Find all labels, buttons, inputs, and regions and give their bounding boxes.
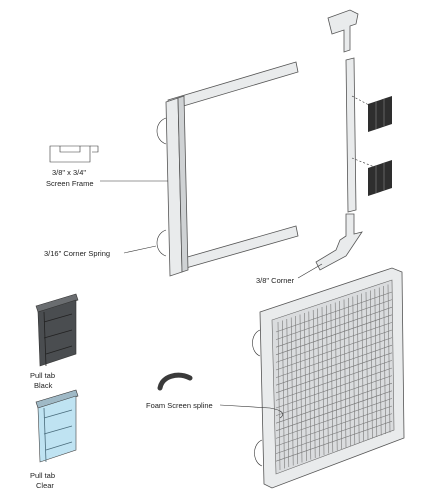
foam-spline-icon	[157, 372, 193, 391]
screen-mesh-lines	[275, 284, 393, 471]
mesh-line	[275, 398, 393, 439]
mesh-line	[275, 306, 393, 348]
mesh-line	[378, 287, 382, 436]
mesh-line	[275, 322, 393, 363]
mesh-line	[275, 367, 393, 409]
mesh-line	[275, 314, 393, 356]
assembled-screen	[252, 267, 405, 489]
mesh-line	[339, 300, 342, 450]
mesh-line	[365, 291, 369, 441]
corner-spring-bottom	[156, 229, 167, 257]
label-screen-frame-line2: Screen Frame	[46, 179, 94, 188]
mesh-line	[275, 337, 393, 378]
mesh-line	[383, 285, 386, 435]
bottom-corner-piece	[315, 213, 363, 271]
mesh-line	[275, 291, 393, 333]
mesh-line	[352, 296, 356, 445]
label-foam-spline: Foam Screen spline	[146, 401, 213, 410]
mesh-line	[275, 382, 393, 424]
assembled-spring-top	[252, 329, 261, 357]
label-pull-tab-clear-line2: Clear	[36, 481, 54, 490]
mesh-line	[295, 315, 298, 465]
right-stile-assembly	[315, 9, 392, 271]
pull-tab-clear	[35, 389, 79, 463]
mesh-line	[275, 299, 393, 340]
mesh-line	[275, 375, 393, 416]
mesh-line	[275, 329, 393, 371]
mesh-line	[308, 311, 312, 460]
pull-tab-black	[35, 293, 79, 367]
mesh-line	[299, 314, 303, 463]
mesh-line	[330, 303, 334, 453]
label-pull-tab-clear-line1: Pull tab	[30, 471, 55, 480]
mesh-line	[312, 309, 316, 459]
upper-frame-assembly	[156, 61, 299, 277]
assembled-spring-bottom	[254, 439, 263, 467]
bottom-rail	[169, 225, 299, 273]
mesh-line	[275, 360, 393, 401]
top-rail	[167, 61, 299, 111]
leader-corner-spring	[123, 245, 157, 254]
mesh-line	[275, 413, 393, 454]
mesh-line	[326, 305, 329, 454]
leader-foam-spline	[219, 404, 283, 419]
mesh-line	[275, 344, 393, 386]
label-corner-spring: 3/16" Corner Spring	[44, 249, 110, 258]
mesh-line	[361, 293, 364, 442]
leader-corner	[297, 263, 323, 279]
label-screen-frame-line1: 3/8" x 3/4"	[52, 168, 86, 177]
mesh-line	[356, 294, 360, 444]
mesh-line	[317, 308, 320, 457]
left-stile-face	[177, 95, 189, 273]
mesh-line	[290, 317, 294, 466]
mesh-line	[387, 284, 391, 433]
mesh-line	[275, 390, 393, 432]
mesh-line	[370, 290, 373, 439]
label-corner: 3/8" Corner	[256, 276, 295, 285]
corner-spring-top	[156, 117, 167, 145]
mesh-line	[275, 405, 393, 447]
screen-frame-profile-icon	[49, 145, 99, 163]
top-corner-piece	[327, 9, 359, 53]
right-stile	[345, 57, 357, 213]
mesh-line	[321, 306, 325, 456]
mesh-line	[374, 288, 378, 438]
mesh-line	[275, 352, 393, 394]
corner-clip-upper	[368, 96, 392, 132]
label-pull-tab-black-line1: Pull tab	[30, 371, 55, 380]
mesh-line	[343, 299, 347, 448]
mesh-line	[275, 420, 393, 462]
label-pull-tab-black-line2: Black	[34, 381, 53, 390]
mesh-line	[304, 312, 307, 462]
corner-clip-lower	[368, 160, 392, 196]
mesh-line	[334, 302, 338, 451]
mesh-line	[348, 297, 351, 447]
